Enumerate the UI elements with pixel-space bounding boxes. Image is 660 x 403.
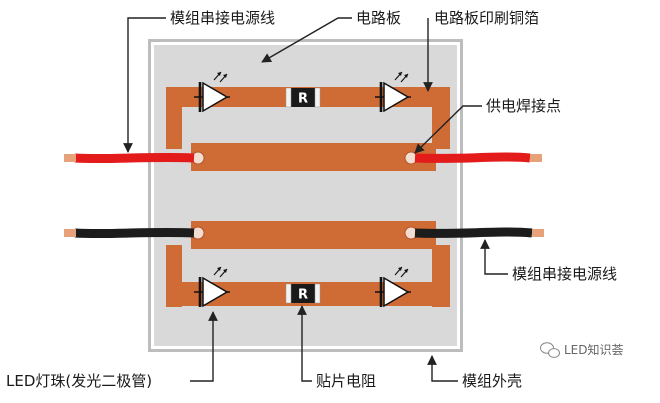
label-series-power-line-bottom: 模组串接电源线 [512, 265, 617, 283]
leader-smd-resistor [297, 305, 312, 382]
wire-black-right [414, 227, 544, 238]
label-module-shell: 模组外壳 [462, 372, 522, 390]
label-led: LED灯珠(发光二极管) [6, 372, 152, 390]
label-pcb-copper: 电路板印刷铜箔 [434, 9, 539, 27]
leader-led [190, 311, 218, 382]
leader-module-shell [427, 355, 458, 382]
resistor-top-mark: R [298, 92, 308, 107]
label-pcb: 电路板 [356, 9, 401, 27]
wire-red-left [64, 152, 195, 164]
resistor-bottom-mark: R [298, 288, 308, 303]
wire-red-right [414, 152, 542, 163]
wire-black-left [64, 227, 195, 239]
label-smd-resistor: 贴片电阻 [316, 372, 376, 390]
label-solder-point: 供电焊接点 [486, 97, 561, 115]
leader-solder-point [414, 105, 482, 154]
resistor-top: R [285, 87, 321, 108]
watermark-text: LED知识荟 [564, 343, 624, 357]
leader-series-power-top [123, 17, 166, 153]
resistor-bottom: R [285, 283, 321, 304]
solder-points [191, 151, 418, 240]
label-series-power-line-top: 模组串接电源线 [170, 9, 275, 27]
leader-pcb [261, 17, 352, 63]
wechat-icon [540, 342, 560, 358]
leader-series-power-bottom [480, 239, 508, 275]
